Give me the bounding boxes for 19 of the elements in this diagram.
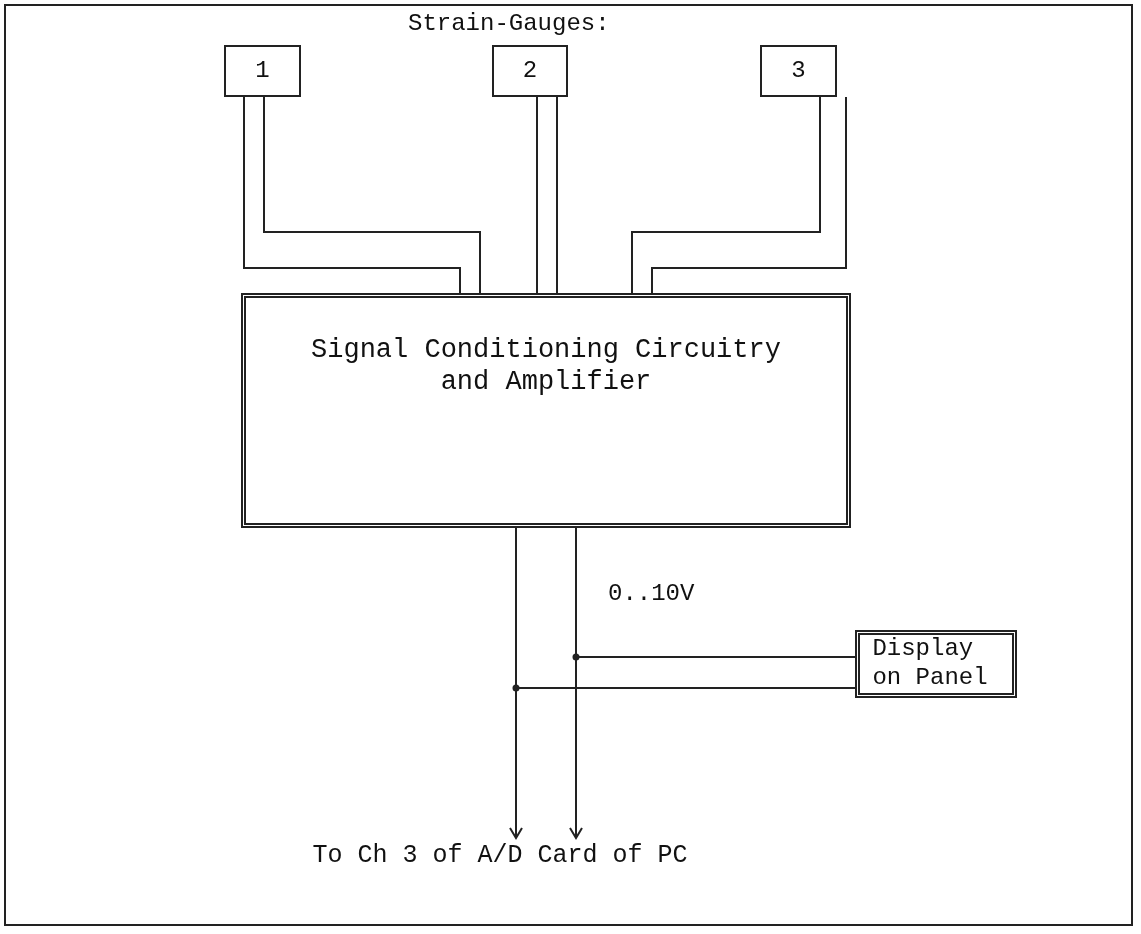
gauge-box: [224, 45, 301, 97]
box-label: Signal Conditioning Circuitry and Amplifier: [310, 334, 782, 399]
wire: [651, 96, 847, 294]
wire: [263, 96, 481, 294]
box-label: 1: [255, 56, 270, 86]
wire: [556, 96, 558, 294]
block-box: [855, 630, 1017, 698]
box-label: 3: [791, 56, 806, 86]
box-label: Display on Panel: [872, 635, 989, 693]
wire: [536, 96, 538, 294]
heading-label: Strain-Gauges:: [408, 10, 610, 37]
wire: [243, 96, 461, 294]
wire: [631, 96, 821, 294]
box-label: 2: [522, 56, 538, 86]
block-box: [241, 293, 851, 528]
gauge-box: [492, 45, 568, 97]
signal-label: 0..10V: [608, 580, 695, 607]
destination-label: To Ch 3 of A/D Card of PC: [312, 841, 688, 871]
gauge-box: [760, 45, 837, 97]
